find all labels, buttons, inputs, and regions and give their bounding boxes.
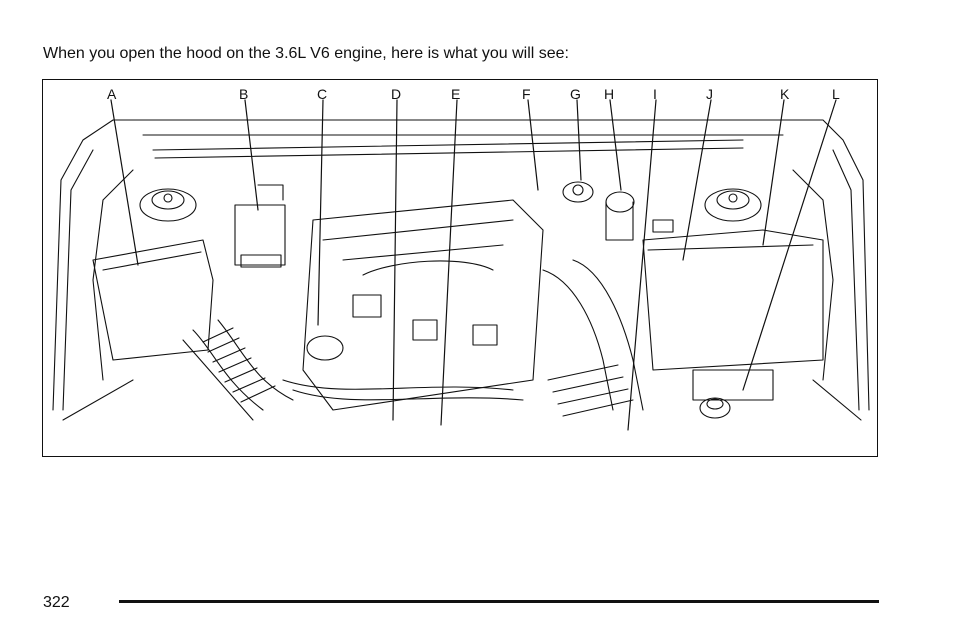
- engine-illustration: A B C D E F G H I J K L: [52, 86, 870, 431]
- footer-rule: [119, 600, 879, 603]
- callout-g: G: [570, 86, 581, 102]
- leader-lines: [110, 99, 837, 431]
- callout-k: K: [780, 86, 790, 102]
- strut-towers: [139, 188, 762, 222]
- callout-d: D: [391, 86, 401, 102]
- callout-j: J: [706, 86, 713, 102]
- intake-duct: [192, 319, 294, 411]
- callout-e: E: [451, 86, 460, 102]
- intro-text: When you open the hood on the 3.6L V6 en…: [43, 45, 569, 62]
- battery: [642, 219, 824, 401]
- engine-compartment-figure: A B C D E F G H I J K L: [42, 79, 878, 457]
- callout-labels: A B C D E F G H I J K L: [107, 86, 840, 102]
- callout-l: L: [832, 86, 840, 102]
- callout-c: C: [317, 86, 327, 102]
- relay-block: [234, 184, 286, 268]
- callout-b: B: [239, 86, 248, 102]
- body-outline: [52, 119, 870, 421]
- throttle-duct: [542, 259, 644, 417]
- callout-i: I: [653, 86, 657, 102]
- callout-a: A: [107, 86, 117, 102]
- reservoirs: [562, 181, 635, 241]
- washer-fluid-cap: [699, 397, 731, 419]
- callout-h: H: [604, 86, 614, 102]
- page-number: 322: [43, 594, 70, 611]
- callout-f: F: [522, 86, 531, 102]
- air-cleaner: [92, 239, 254, 421]
- engine: [282, 199, 544, 411]
